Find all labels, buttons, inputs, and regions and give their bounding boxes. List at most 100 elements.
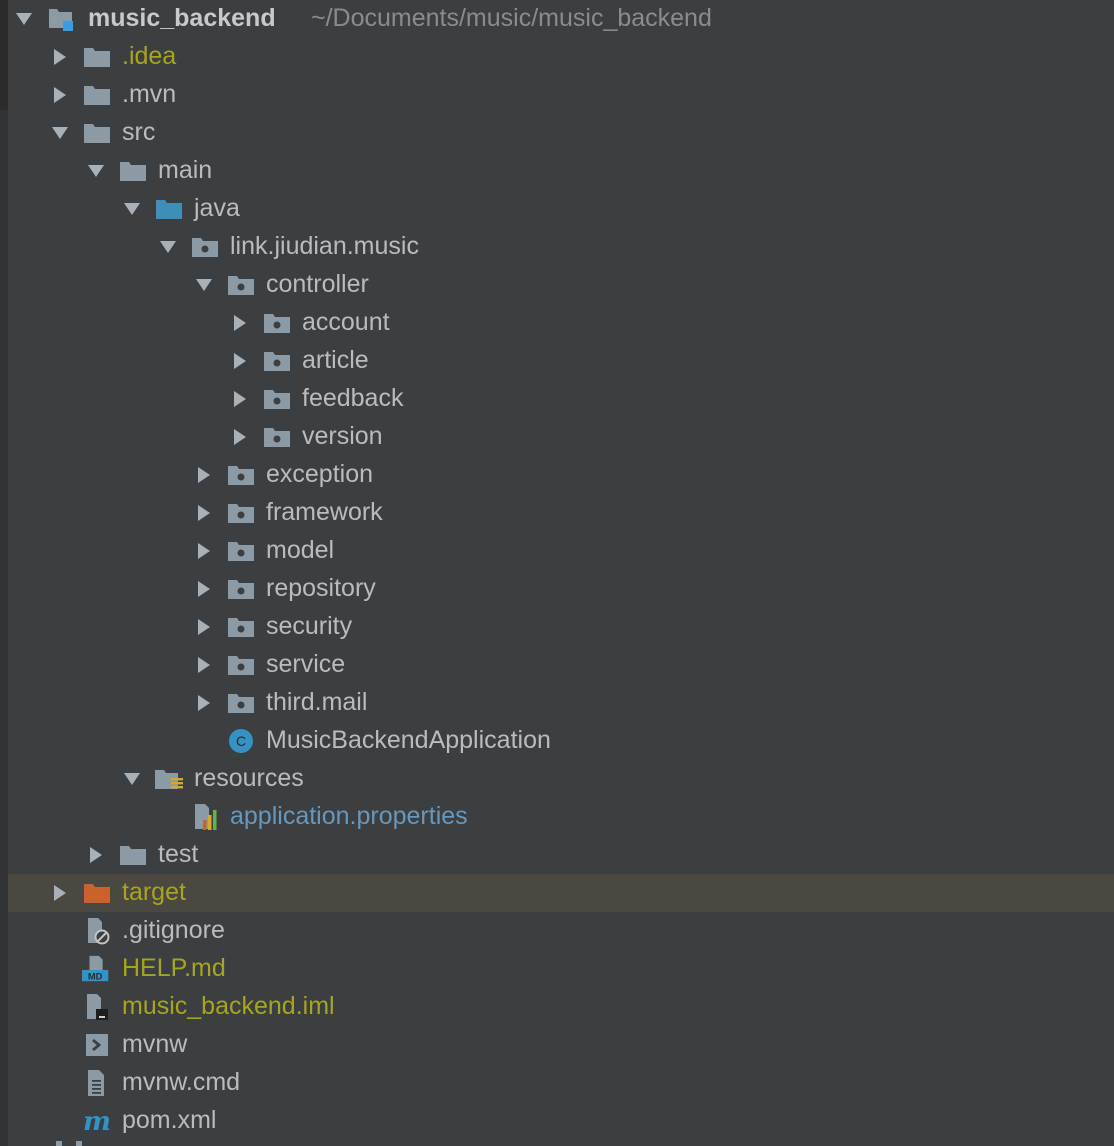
collapse-arrow-icon[interactable] [86, 836, 106, 874]
tree-row-label: repository [266, 574, 376, 602]
tree-row-label: main [158, 156, 213, 184]
package-icon [226, 646, 256, 684]
tree-row-label: test [158, 840, 199, 868]
expand-arrow-icon[interactable] [50, 114, 70, 152]
tree-row-label: MusicBackendApplication [266, 726, 551, 754]
markdown-file-icon: MD [82, 950, 112, 988]
collapse-arrow-icon[interactable] [194, 646, 214, 684]
tree-row-project-root[interactable]: music_backend ~/Documents/music/music_ba… [8, 0, 1114, 38]
tree-row[interactable]: m pom.xml [8, 1102, 1114, 1140]
tree-row[interactable]: link.jiudian.music [8, 228, 1114, 266]
tree-row[interactable]: .idea [8, 38, 1114, 76]
tree-row-label: model [266, 536, 335, 564]
tree-row[interactable]: resources [8, 760, 1114, 798]
package-icon [262, 342, 292, 380]
collapse-arrow-icon[interactable] [50, 38, 70, 76]
expand-arrow-icon[interactable] [122, 190, 142, 228]
truncated-row-stub [36, 1140, 96, 1146]
package-icon [226, 456, 256, 494]
maven-file-icon: m [82, 1102, 112, 1140]
tree-row[interactable]: MD HELP.md [8, 950, 1114, 988]
folder-icon [118, 152, 148, 190]
collapse-arrow-icon[interactable] [50, 874, 70, 912]
package-icon [226, 532, 256, 570]
tree-row[interactable]: repository [8, 570, 1114, 608]
collapse-arrow-icon[interactable] [230, 418, 250, 456]
collapse-arrow-icon[interactable] [194, 494, 214, 532]
tree-row-label: security [266, 612, 353, 640]
tree-row-label: exception [266, 460, 374, 488]
tree-row-label: service [266, 650, 346, 678]
tree-row-label: application.properties [230, 802, 468, 830]
tree-row[interactable]: java [8, 190, 1114, 228]
tree-row-label: .idea [122, 42, 177, 70]
package-icon [226, 266, 256, 304]
iml-file-icon [82, 988, 112, 1026]
project-path: ~/Documents/music/music_backend [311, 4, 712, 32]
tree-row[interactable]: controller [8, 266, 1114, 304]
collapse-arrow-icon[interactable] [230, 380, 250, 418]
expand-arrow-icon[interactable] [122, 760, 142, 798]
collapse-arrow-icon[interactable] [194, 456, 214, 494]
tree-row[interactable]: application.properties [8, 798, 1114, 836]
tree-row[interactable]: third.mail [8, 684, 1114, 722]
package-icon [226, 684, 256, 722]
tree-row-label: music_backend.iml [122, 992, 335, 1020]
expand-arrow-icon[interactable] [14, 0, 34, 38]
collapse-arrow-icon[interactable] [194, 684, 214, 722]
tree-row[interactable]: exception [8, 456, 1114, 494]
tree-row[interactable]: mvnw.cmd [8, 1064, 1114, 1102]
tree-row[interactable]: .mvn [8, 76, 1114, 114]
collapse-arrow-icon[interactable] [230, 342, 250, 380]
collapse-arrow-icon[interactable] [230, 304, 250, 342]
excluded-folder-icon [82, 874, 112, 912]
tree-row[interactable]: framework [8, 494, 1114, 532]
tree-row[interactable]: account [8, 304, 1114, 342]
tree-row-label: HELP.md [122, 954, 226, 982]
tree-row-label: .gitignore [122, 916, 225, 944]
tree-row[interactable]: service [8, 646, 1114, 684]
tree-row-label: resources [194, 764, 304, 792]
package-icon [226, 608, 256, 646]
svg-text:m: m [83, 1106, 111, 1136]
tree-row-label: link.jiudian.music [230, 232, 419, 260]
tool-window-strip-marker [0, 0, 8, 110]
shell-script-icon [82, 1026, 112, 1064]
expand-arrow-icon[interactable] [158, 228, 178, 266]
package-icon [262, 304, 292, 342]
gitignore-file-icon [82, 912, 112, 950]
tree-row[interactable]: src [8, 114, 1114, 152]
tree-row[interactable]: test [8, 836, 1114, 874]
tree-row[interactable]: version [8, 418, 1114, 456]
folder-icon [82, 38, 112, 76]
module-folder-icon [46, 0, 76, 38]
tree-row[interactable]: music_backend.iml [8, 988, 1114, 1026]
tree-row-label: java [194, 194, 240, 222]
tree-row-label: mvnw.cmd [122, 1068, 241, 1096]
tree-row[interactable]: feedback [8, 380, 1114, 418]
tree-row[interactable]: mvnw [8, 1026, 1114, 1064]
tree-row[interactable]: model [8, 532, 1114, 570]
package-icon [226, 570, 256, 608]
project-tree: music_backend ~/Documents/music/music_ba… [8, 0, 1114, 1140]
tree-row[interactable]: security [8, 608, 1114, 646]
folder-icon [82, 76, 112, 114]
collapse-arrow-icon[interactable] [194, 570, 214, 608]
tree-row[interactable]: .gitignore [8, 912, 1114, 950]
resources-folder-icon [154, 760, 184, 798]
collapse-arrow-icon[interactable] [50, 76, 70, 114]
tree-row[interactable]: target [8, 874, 1114, 912]
collapse-arrow-icon[interactable] [194, 608, 214, 646]
tree-row-label: version [302, 422, 383, 450]
tree-row-label: mvnw [122, 1030, 188, 1058]
tree-row[interactable]: main [8, 152, 1114, 190]
expand-arrow-icon[interactable] [86, 152, 106, 190]
tree-row-label: pom.xml [122, 1106, 217, 1134]
collapse-arrow-icon[interactable] [194, 532, 214, 570]
project-name: music_backend [88, 4, 276, 32]
source-folder-icon [154, 190, 184, 228]
expand-arrow-icon[interactable] [194, 266, 214, 304]
tree-row[interactable]: article [8, 342, 1114, 380]
tree-row-label: target [122, 878, 186, 906]
